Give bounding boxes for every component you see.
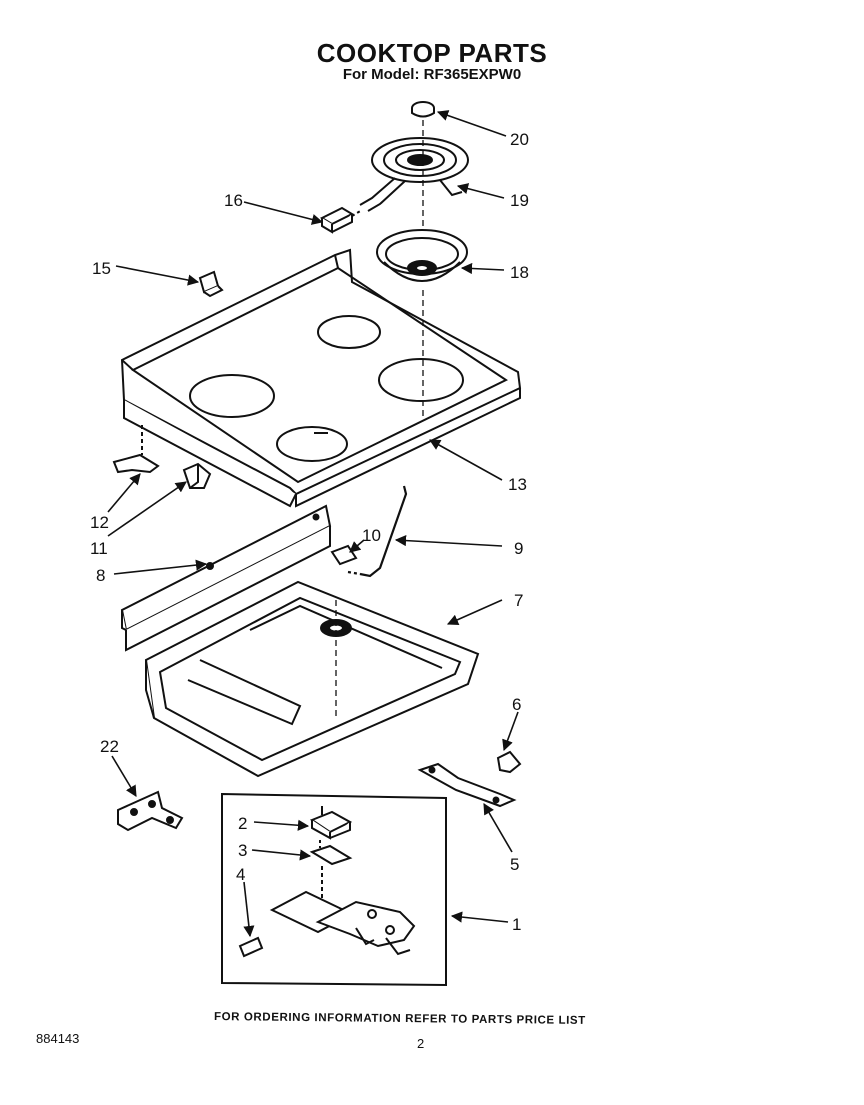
callout-5: 5 (510, 855, 519, 874)
callout-7: 7 (514, 591, 523, 610)
part-20-cap (411, 101, 435, 118)
part-8-channel (120, 504, 332, 652)
part-1-switch-assembly (269, 866, 416, 956)
part-19-surface-element (359, 137, 469, 212)
part-22-bracket (117, 790, 184, 832)
callout-22: 22 (100, 737, 119, 756)
callout-19: 19 (510, 191, 529, 210)
part-9-rod (347, 485, 408, 578)
callout-12: 12 (90, 513, 109, 532)
callout-3: 3 (238, 841, 247, 860)
part-2-switch (309, 806, 353, 840)
callout-18: 18 (510, 263, 529, 282)
part-3-plate (309, 840, 353, 866)
callout-11: 11 (90, 539, 108, 558)
part-5-bracket (417, 762, 517, 808)
callout-13: 13 (508, 475, 527, 494)
callout-15: 15 (92, 259, 111, 278)
callout-6: 6 (512, 695, 521, 714)
page-title: COOKTOP PARTS (316, 38, 548, 68)
part-12-bracket (112, 425, 160, 474)
part-13-cooktop (120, 248, 522, 508)
part-18-drip-bowl (376, 229, 468, 282)
callout-labels: 20 19 16 18 15 13 12 11 8 10 9 7 6 22 2 … (90, 130, 529, 934)
page-number: 2 (417, 1036, 425, 1051)
leader-lines (107, 110, 519, 938)
assembly-axis (335, 120, 424, 720)
part-15-clip (198, 270, 224, 298)
part-11-bumper (182, 462, 212, 489)
callout-8: 8 (96, 566, 105, 585)
part-16-terminal-block (319, 206, 363, 234)
part-10-bracket (330, 544, 358, 566)
callout-9: 9 (514, 539, 523, 558)
callout-10: 10 (362, 526, 381, 545)
callout-2: 2 (238, 814, 247, 833)
part-6-bumper (496, 750, 522, 774)
part-4-insulator (238, 936, 264, 958)
callout-1: 1 (512, 915, 521, 934)
callout-16: 16 (224, 191, 243, 210)
document-number: 884143 (36, 1031, 80, 1046)
callout-4: 4 (236, 865, 245, 884)
switch-assembly-box (221, 792, 447, 987)
model-subtitle: For Model: RF365EXPW0 (342, 66, 522, 83)
callout-20: 20 (510, 130, 529, 149)
part-7-burner-box (144, 580, 480, 778)
